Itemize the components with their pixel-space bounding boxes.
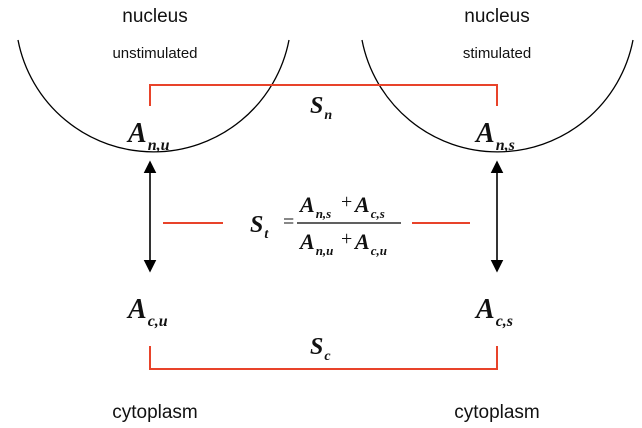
symbol-A-c-u: Ac,u — [126, 294, 168, 330]
formula-denominator-plus: + — [341, 228, 352, 250]
total-ratio-formula: St = An,s + Ac,s An,u + Ac,u — [250, 191, 401, 258]
formula-numerator-term-2: Ac,s — [353, 192, 385, 221]
formula-denominator-term-2: Ac,u — [353, 229, 387, 258]
nucleus-stimulated-outline — [361, 39, 634, 153]
nucleus-unstimulated-outline — [17, 39, 290, 153]
nuclear-ratio-bracket — [149, 84, 498, 106]
unstimulated-label: unstimulated — [112, 45, 197, 62]
symbol-A-c-s: Ac,s — [474, 294, 513, 330]
stimulated-label: stimulated — [463, 45, 531, 62]
symbol-A-n-u: An,u — [126, 118, 170, 154]
nucleus-right-label: nucleus — [464, 6, 530, 27]
symbol-A-n-s: An,s — [474, 118, 515, 154]
symbol-S-n: Sn — [310, 93, 332, 123]
formula-numerator-term-1: An,s — [298, 192, 331, 221]
nucleus-left-label: nucleus — [122, 6, 188, 27]
formula-lhs: St — [250, 212, 269, 242]
cytoplasm-left-label: cytoplasm — [112, 402, 198, 423]
formula-denominator-term-1: An,u — [298, 229, 333, 258]
cytoplasm-right-label: cytoplasm — [454, 402, 540, 423]
formula-numerator-plus: + — [341, 191, 352, 213]
symbol-S-c: Sc — [310, 334, 331, 364]
formula-equals: = — [283, 211, 294, 233]
cytoplasmic-ratio-bracket — [149, 346, 498, 370]
